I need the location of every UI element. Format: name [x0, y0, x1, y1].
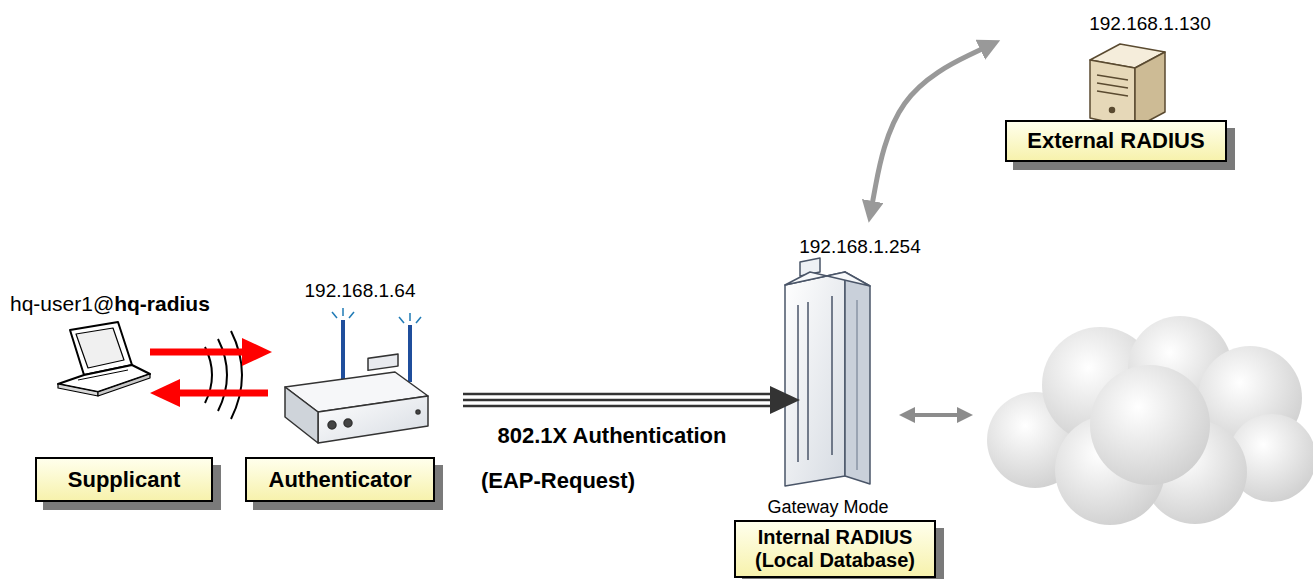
server-icon: [1090, 44, 1165, 128]
ip-address: 192.168.1.130: [1089, 13, 1211, 35]
device-group: Authenticator: [245, 305, 435, 502]
link-line: [463, 393, 776, 396]
label-box: Authenticator: [245, 457, 435, 502]
label-box: External RADIUS: [1005, 120, 1227, 162]
link-label: 802.1X Authentication: [497, 423, 726, 448]
link-label: (EAP-Request): [481, 468, 635, 493]
arrow-head: [770, 386, 800, 414]
label-text-group: Authenticator: [269, 467, 412, 492]
ip-address: 192.168.1.64: [305, 280, 416, 302]
user-name: hq-user1@: [10, 292, 114, 315]
device-label: Authenticator: [269, 467, 412, 492]
access-point-icon: [285, 308, 428, 443]
device-label: Supplicant: [68, 467, 180, 492]
connector: [150, 352, 246, 353]
device-label: Internal RADIUS (Local Database): [744, 526, 926, 572]
user-identity: hq-user1@hq-radius: [10, 292, 210, 316]
label-box: Internal RADIUS (Local Database): [734, 520, 936, 578]
device-group: External RADIUS: [1000, 15, 1232, 162]
device-group: Supplicant: [35, 310, 215, 502]
realm-name: hq-radius: [114, 292, 210, 315]
internet-cloud: [987, 316, 1313, 525]
device-label: External RADIUS: [1027, 128, 1204, 153]
laptop-icon: [58, 322, 150, 396]
label-text-group: Internal RADIUS (Local Database): [744, 526, 926, 572]
ip-address: 192.168.1.254: [799, 236, 921, 258]
wireless-arrow: [176, 390, 268, 397]
wireless-arrow: [150, 349, 246, 356]
wireless-waves: [205, 331, 242, 419]
label-text-group: Supplicant: [68, 467, 180, 492]
label-text-group: External RADIUS: [1027, 128, 1204, 153]
label-box: Supplicant: [35, 457, 213, 502]
link-line: [463, 405, 776, 408]
connector: [463, 386, 800, 414]
mode-label: Gateway Mode: [767, 497, 888, 518]
gateway-icon: [785, 258, 870, 486]
connector: [872, 48, 984, 205]
link-line: [463, 399, 776, 402]
internet-link: [912, 413, 960, 417]
radius-link: [872, 48, 984, 205]
connector: [176, 393, 268, 394]
